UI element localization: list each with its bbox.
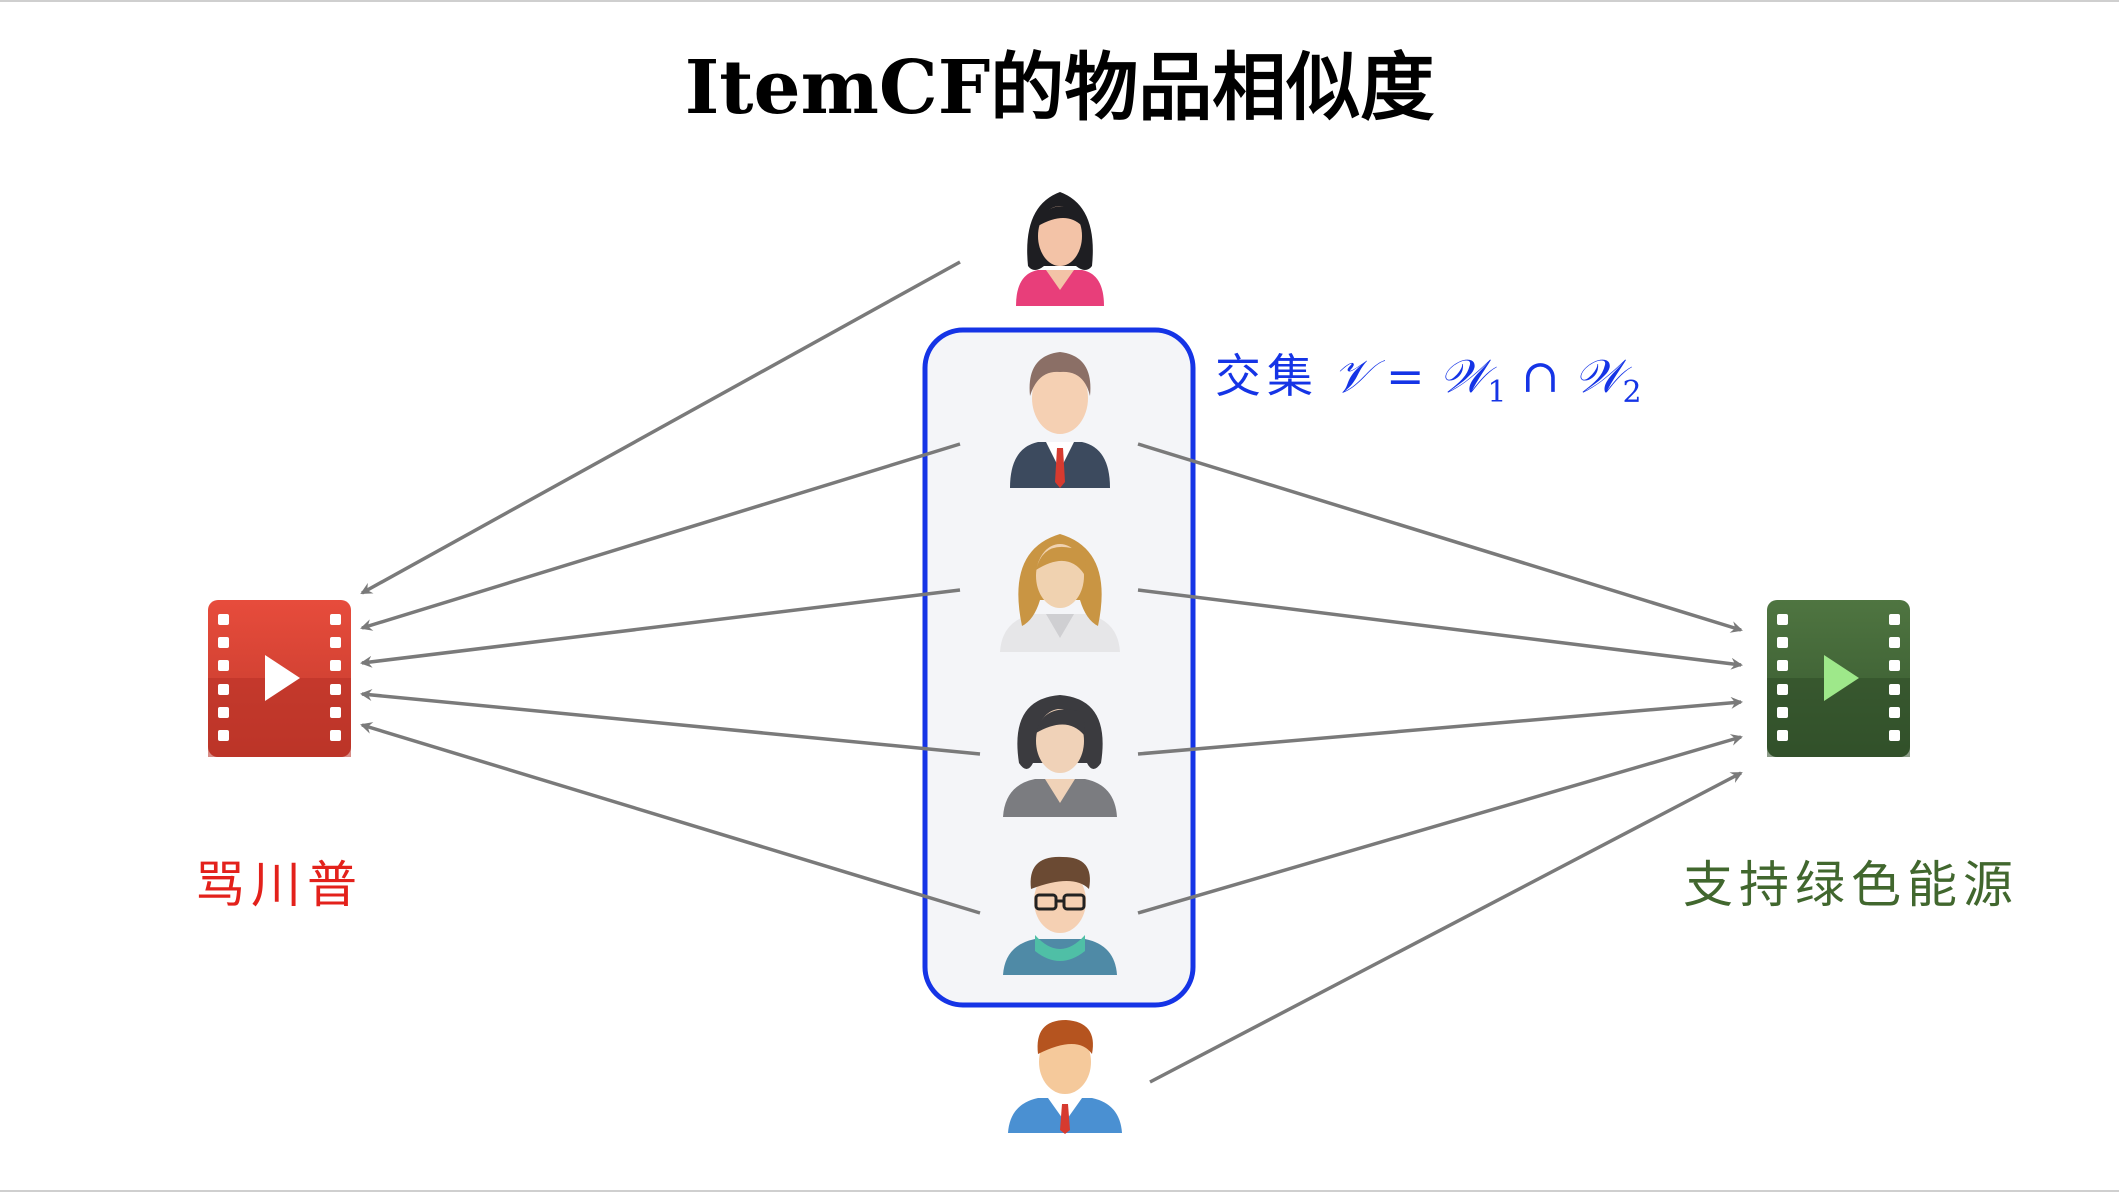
set-v-symbol: 𝒱	[1333, 349, 1372, 403]
top-border	[0, 0, 2119, 2]
set-w1-subscript: 1	[1487, 375, 1507, 411]
arrow-user6-right	[1149, 771, 1743, 1084]
man-suit-user-icon	[1010, 352, 1110, 488]
intersection-operator: ∩	[1521, 349, 1560, 403]
arrow-user1-left	[360, 260, 961, 595]
video-icon	[208, 600, 351, 757]
set-w2-symbol: 𝒲	[1574, 349, 1623, 403]
arrow-user5-left	[360, 722, 981, 915]
arrows-to-left-item	[360, 260, 981, 915]
equals-sign: =	[1385, 349, 1425, 403]
intersection-box	[922, 327, 1196, 1008]
glasses-man-user-icon	[1003, 856, 1117, 975]
blonde-woman-user-icon	[1000, 534, 1120, 652]
set-w2-subscript: 2	[1622, 375, 1642, 411]
page-title: ItemCF的物品相似度	[684, 45, 1435, 131]
arrow-user4-left	[360, 688, 981, 756]
right-item-label: 支持绿色能源	[1683, 856, 2019, 914]
arrow-user5-right	[1137, 734, 1743, 915]
arrow-user4-right	[1137, 696, 1743, 756]
arrow-user3-left	[360, 588, 961, 668]
video-icon	[1767, 600, 1910, 757]
arrow-user2-left	[360, 442, 961, 631]
arrow-user2-right	[1137, 442, 1743, 633]
woman-user-icon	[1016, 192, 1104, 306]
intersection-label: 交集	[1215, 349, 1319, 403]
set-w1-symbol: 𝒲	[1439, 349, 1488, 403]
bottom-border	[0, 1190, 2119, 1192]
arrow-user3-right	[1137, 588, 1743, 670]
left-item-label: 骂川普	[195, 856, 363, 914]
dark-hair-woman-user-icon	[1003, 695, 1117, 817]
man-user-icon	[1008, 1020, 1122, 1134]
arrows-to-right-item	[1137, 442, 1743, 1084]
